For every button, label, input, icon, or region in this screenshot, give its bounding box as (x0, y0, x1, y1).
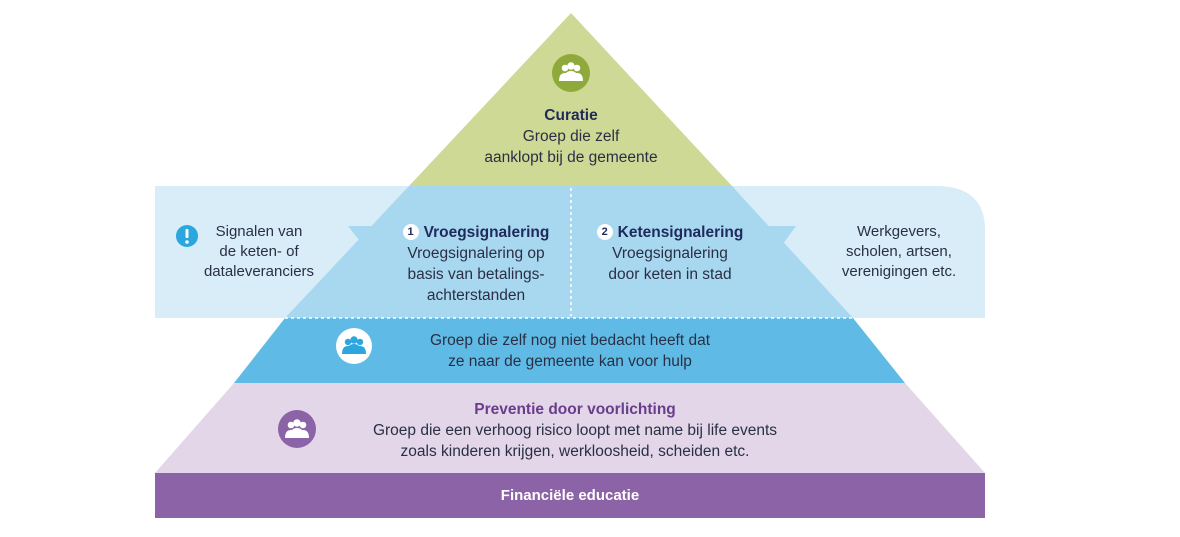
number-badge: 1 (402, 224, 419, 240)
people-icon (278, 410, 316, 448)
vroegsignalering-title: Vroegsignalering (423, 224, 550, 241)
left-side-line: Signalen van (215, 223, 303, 240)
signalering-tier (285, 186, 853, 318)
info-icon (176, 225, 198, 247)
number-badge: 2 (596, 224, 613, 240)
curatie-tier (409, 13, 732, 186)
people-icon (552, 54, 590, 92)
preventie-tier (155, 383, 985, 473)
ketensignalering-line: door keten in stad (608, 266, 732, 283)
ketensignalering-line: Vroegsignalering (612, 245, 728, 262)
vroegsignalering-line: Vroegsignalering op (407, 245, 545, 262)
middle-block: Groep die zelf nog niet bedacht heeft da… (385, 330, 755, 372)
vroegsignalering-line: basis van betalings- (407, 266, 545, 283)
right-side-line: verenigingen etc. (841, 263, 957, 280)
right-side-line: Werkgevers, (857, 223, 941, 240)
left-side-line: dataleveranciers (203, 263, 315, 280)
right-side-line: scholen, artsen, (846, 243, 952, 260)
footer-bar (155, 473, 985, 518)
curatie-line: aanklopt bij de gemeente (484, 149, 658, 166)
right-side-block: Werkgevers, scholen, artsen, vereniginge… (825, 222, 973, 282)
people-icon (336, 328, 372, 364)
left-side-block: Signalen van de keten- of dataleverancie… (193, 222, 325, 282)
preventie-line: Groep die een verhoog risico loopt met n… (372, 422, 778, 439)
preventie-line: zoals kinderen krijgen, werkloosheid, sc… (400, 443, 750, 460)
footer-label: Financiële educatie (500, 487, 640, 504)
curatie-block: Curatie Groep die zelf aanklopt bij de g… (441, 105, 701, 168)
preventie-title: Preventie door voorlichting (474, 401, 676, 418)
curatie-title: Curatie (544, 107, 598, 124)
vroegsignalering-line: achterstanden (426, 287, 526, 304)
middle-line: Groep die zelf nog niet bedacht heeft da… (429, 332, 711, 349)
middle-line: ze naar de gemeente kan voor hulp (448, 353, 692, 370)
preventie-block: Preventie door voorlichting Groep die ee… (330, 399, 820, 462)
curatie-line: Groep die zelf (522, 128, 620, 145)
ketensignalering-title: Ketensignalering (617, 224, 744, 241)
middle-tier (234, 318, 905, 383)
left-side-line: de keten- of (219, 243, 299, 260)
